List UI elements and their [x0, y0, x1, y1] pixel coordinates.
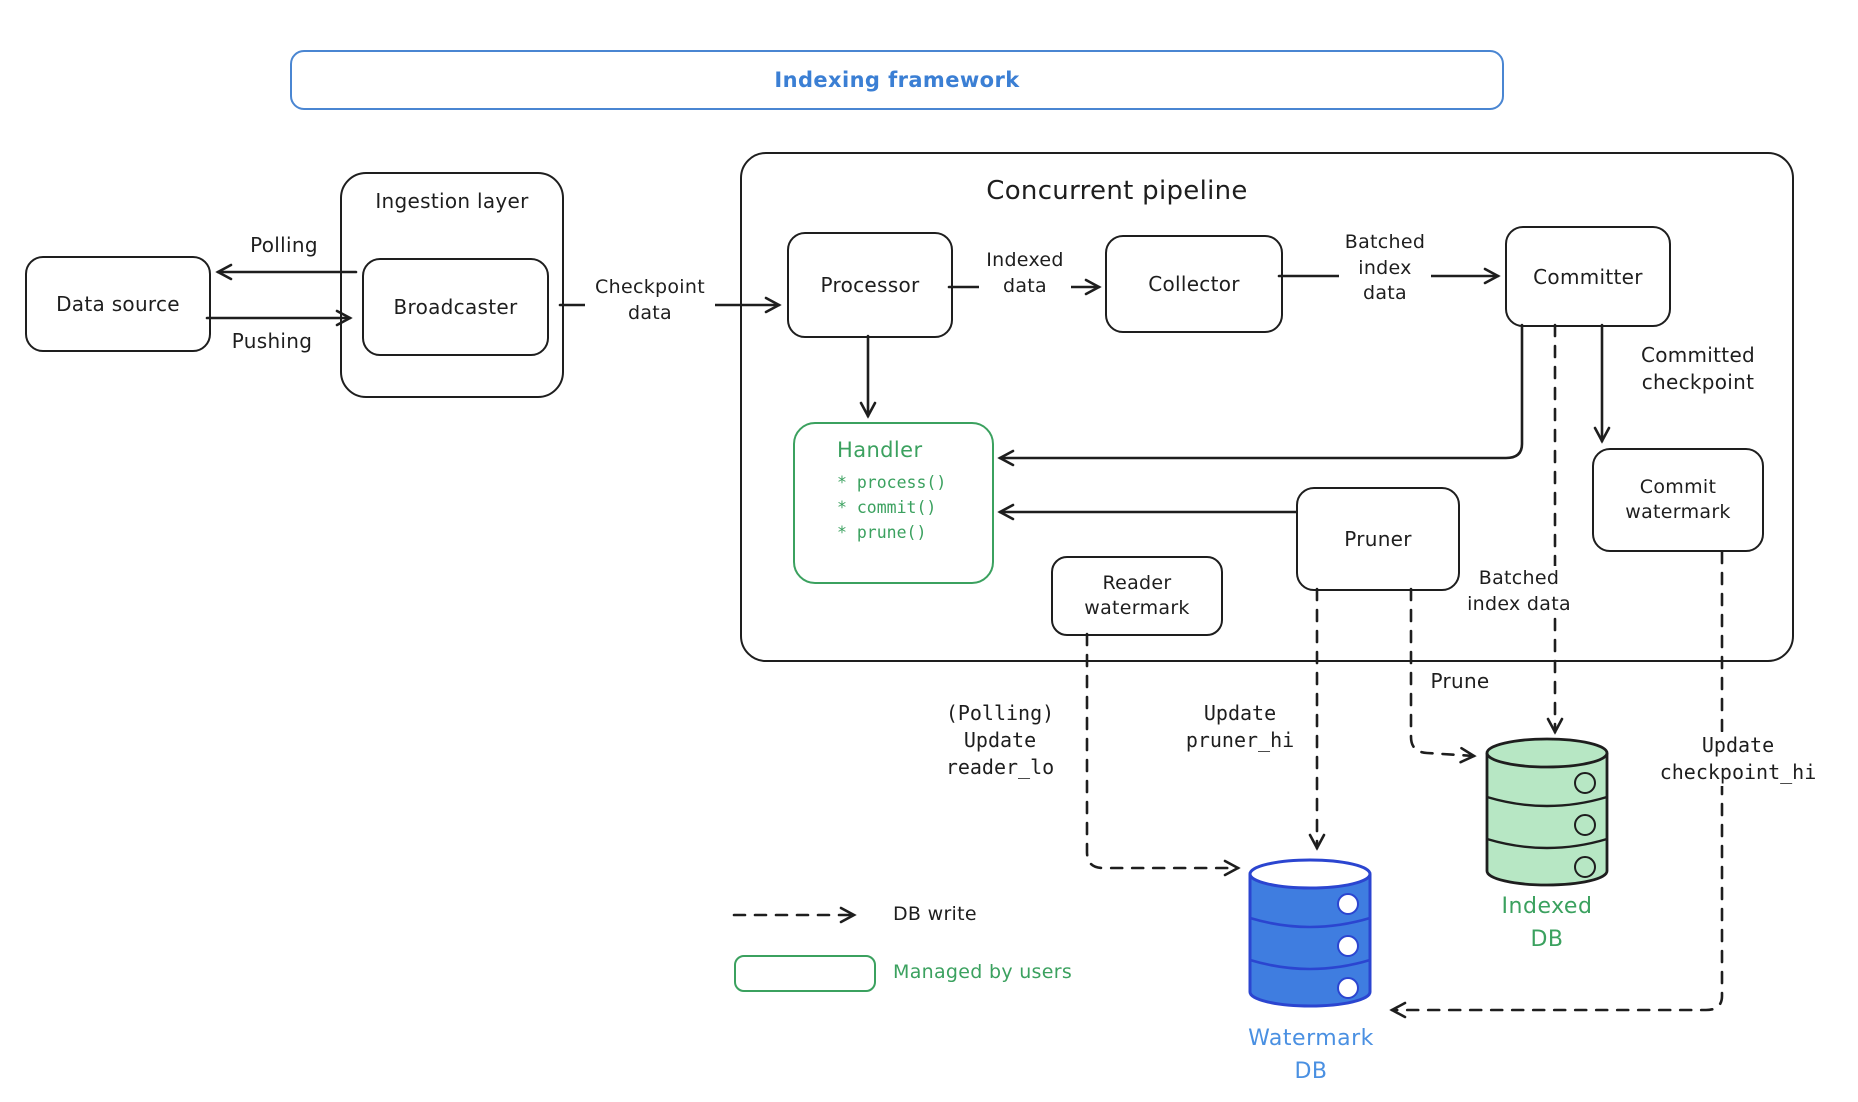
edge-label-checkpoint-data: Checkpoint data: [585, 275, 715, 327]
handler-title: Handler: [837, 438, 923, 462]
legend-managed-by-users-label: Managed by users: [893, 961, 1073, 983]
edge-label-update-reader-lo: (Polling) Update reader_lo: [945, 701, 1055, 779]
node-processor: Processor: [787, 232, 953, 338]
reader-watermark-label: Reader watermark: [1084, 572, 1190, 619]
group-concurrent-pipeline: [740, 152, 1794, 662]
broadcaster-label: Broadcaster: [393, 295, 518, 319]
node-commit-watermark: Commit watermark: [1592, 448, 1764, 552]
group-ingestion-layer: Ingestion layer: [340, 172, 564, 398]
node-reader-watermark: Reader watermark: [1051, 556, 1223, 636]
handler-method-prune: * prune(): [837, 523, 927, 542]
indexing-framework-banner: Indexing framework: [290, 50, 1504, 110]
handler-method-process: * process(): [837, 473, 947, 492]
watermark-db-label: Watermark DB: [1248, 1026, 1374, 1084]
node-committer: Committer: [1505, 226, 1671, 327]
indexed-database-icon: [1485, 737, 1609, 887]
handler-method-list: * process() * commit() * prune(): [795, 470, 992, 545]
data-source-label: Data source: [56, 292, 180, 316]
edge-label-polling: Polling: [250, 233, 318, 257]
indexing-framework-label: Indexing framework: [774, 68, 1020, 92]
legend-managed-by-users-box: [734, 955, 876, 992]
watermark-database-icon: [1248, 858, 1372, 1008]
edge-label-update-pruner-hi: Update pruner_hi: [1185, 701, 1295, 752]
handler-method-commit: * commit(): [837, 498, 937, 517]
edge-label-prune: Prune: [1430, 669, 1490, 693]
commit-watermark-label: Commit watermark: [1625, 476, 1731, 523]
edge-label-pushing: Pushing: [231, 329, 313, 353]
edge-label-committed-checkpoint: Committed checkpoint: [1640, 343, 1756, 394]
ingestion-layer-label: Ingestion layer: [375, 189, 529, 213]
node-data-source: Data source: [25, 256, 211, 352]
collector-label: Collector: [1148, 272, 1240, 296]
edge-label-batched-index-data-bottom: Batched index data: [1462, 566, 1576, 618]
indexed-db-label: Indexed DB: [1501, 894, 1593, 952]
concurrent-pipeline-title: Concurrent pipeline: [986, 176, 1248, 206]
committer-label: Committer: [1533, 264, 1643, 289]
node-broadcaster: Broadcaster: [362, 258, 549, 356]
edge-label-indexed-data: Indexed data: [979, 248, 1071, 300]
processor-label: Processor: [820, 273, 920, 297]
legend-db-write-label: DB write: [893, 903, 977, 925]
node-pruner: Pruner: [1296, 487, 1460, 591]
pruner-label: Pruner: [1344, 527, 1412, 551]
edge-label-batched-index-data-top: Batched index data: [1339, 230, 1431, 307]
edge-label-update-checkpoint-hi: Update checkpoint_hi: [1645, 732, 1831, 786]
node-collector: Collector: [1105, 235, 1283, 333]
node-handler: Handler * process() * commit() * prune(): [793, 422, 994, 584]
